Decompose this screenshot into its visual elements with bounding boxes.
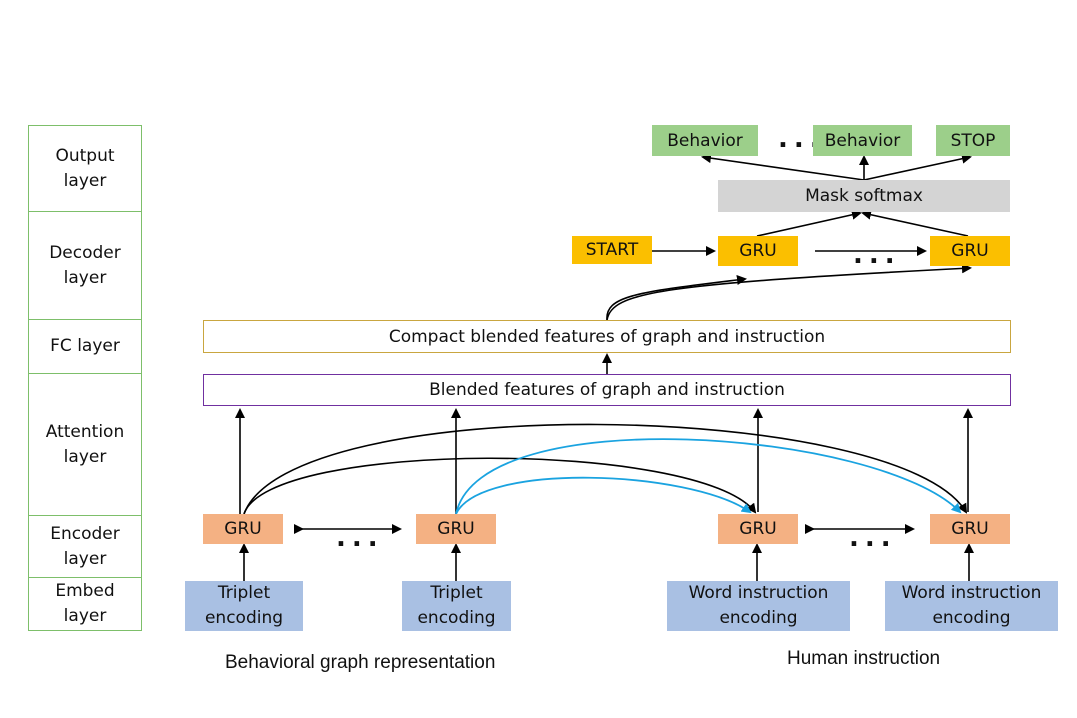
arrow-gru2-softmax (861, 209, 969, 237)
arrow-gru1-softmax (756, 209, 862, 237)
encoder-gru-3: GRU (718, 514, 798, 544)
embed-word-1: Word instruction encoding (667, 581, 850, 631)
output-ellipsis: ... (778, 124, 826, 154)
decoder-ellipsis: ... (853, 240, 901, 270)
fc-features-box: Compact blended features of graph and in… (203, 320, 1011, 353)
output-behavior-2: Behavior (813, 125, 912, 156)
caption-instruction: Human instruction (787, 648, 941, 669)
layer-encoder: Encoder layer (28, 516, 142, 578)
output-behavior-1: Behavior (652, 125, 758, 156)
layer-attention: Attention layer (28, 374, 142, 516)
layer-attention-label: Attention layer (45, 421, 125, 467)
decoder-gru-1: GRU (718, 236, 798, 266)
layer-decoder: Decoder layer (28, 212, 142, 320)
attention-curve-gru2-gru3 (455, 476, 752, 515)
layer-encoder-label: Encoder layer (50, 523, 120, 569)
embed-triplet-2: Triplet encoding (402, 581, 511, 631)
encoder-ellipsis-left: ... (336, 523, 384, 553)
arrow-fc-decoder-gru1 (606, 275, 747, 321)
layer-fc: FC layer (28, 320, 142, 374)
layer-decoder-label: Decoder layer (49, 242, 121, 288)
layer-output: Output layer (28, 125, 142, 212)
encoder-gru-4: GRU (930, 514, 1010, 544)
attention-curve-gru1-gru4 (243, 423, 968, 515)
attention-features-box: Blended features of graph and instructio… (203, 374, 1011, 406)
arrow-softmax-behavior1 (701, 153, 865, 181)
arrow-fc-decoder-gru2 (606, 263, 972, 321)
embed-triplet-1: Triplet encoding (185, 581, 303, 631)
output-stop: STOP (936, 125, 1010, 156)
embed-word-2: Word instruction encoding (885, 581, 1058, 631)
caption-graph: Behavioral graph representation (225, 652, 496, 673)
layer-embed: Embed layer (28, 578, 142, 631)
layer-embed-label: Embed layer (55, 581, 115, 626)
attention-curve-gru1-gru3 (243, 457, 757, 515)
encoder-gru-1: GRU (203, 514, 283, 544)
mask-softmax: Mask softmax (718, 180, 1010, 212)
encoder-gru-2: GRU (416, 514, 496, 544)
layer-fc-label: FC layer (50, 336, 120, 356)
layer-output-label: Output layer (55, 145, 115, 191)
encoder-ellipsis-right: ... (849, 523, 897, 553)
decoder-gru-2: GRU (930, 236, 1010, 266)
arrow-softmax-stop (863, 153, 972, 181)
decoder-start: START (572, 236, 652, 264)
attention-curve-gru2-gru4 (455, 438, 962, 515)
